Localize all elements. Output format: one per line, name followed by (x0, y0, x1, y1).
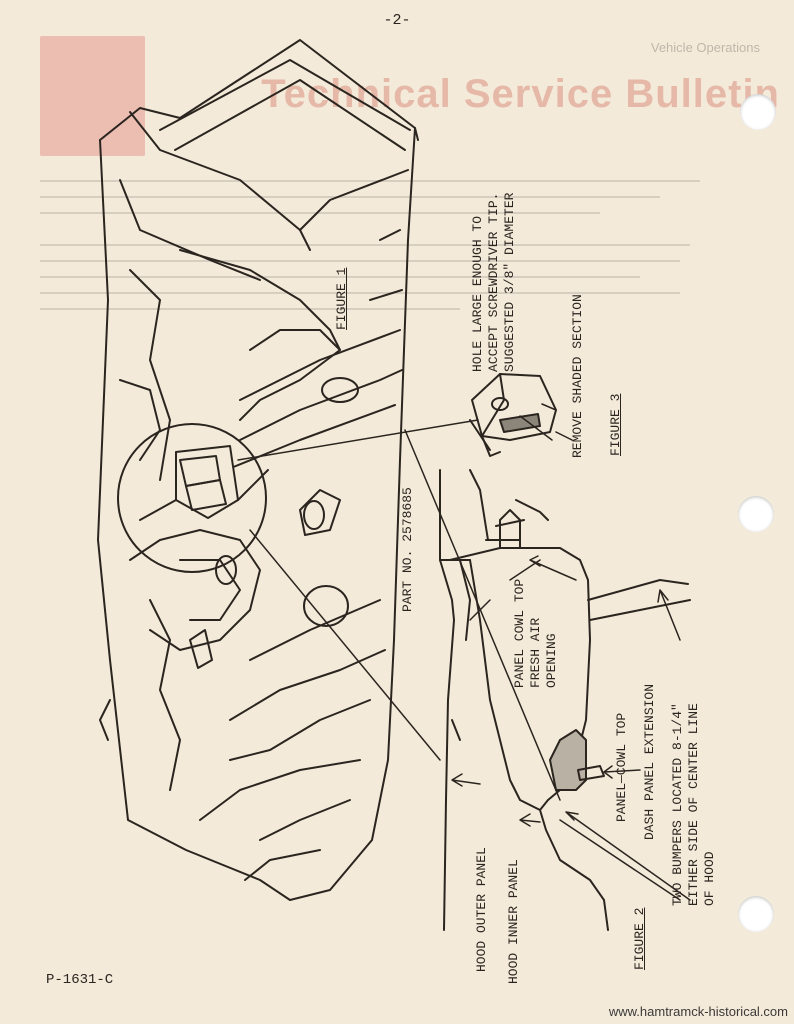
dodge-logo (40, 36, 145, 156)
hood-outer-panel-label: HOOD OUTER PANEL (474, 847, 489, 972)
hood-inner-panel-label: HOOD INNER PANEL (506, 859, 521, 984)
bumpers-line3: OF HOOD (702, 851, 717, 906)
dash-panel-extension-label: DASH PANEL EXTENSION (642, 683, 657, 840)
cowl-top-line3: OPENING (544, 633, 559, 688)
figure3-label: FIGURE 3 (608, 393, 623, 456)
punch-hole-bottom (738, 896, 774, 932)
site-watermark: www.hamtramck-historical.com (608, 1004, 788, 1019)
leader-lines (237, 415, 681, 901)
hole-callout-line3: SUGGESTED 3/8" DIAMETER (502, 192, 517, 372)
hole-callout: HOLE LARGE ENOUGH TO ACCEPT SCREWDRIVER … (470, 193, 518, 372)
cowl-top-line2: FRESH AIR (528, 617, 543, 688)
detail-magnifier (117, 423, 269, 573)
document-code: P-1631-C (46, 972, 114, 988)
punch-hole-middle (738, 496, 774, 532)
figure3-bumper-part (469, 373, 557, 457)
hole-callout-line1: HOLE LARGE ENOUGH TO (470, 215, 485, 372)
figure1-label: FIGURE 1 (334, 267, 349, 330)
bleed-through-text-lines (40, 180, 740, 324)
figure2-cross-section (439, 469, 691, 931)
hole-callout-line2: ACCEPT SCREWDRIVER TIP. (486, 192, 501, 372)
page-number: -2- (383, 12, 411, 29)
panel-cowl-top-label: PANEL—COWL TOP (614, 712, 629, 822)
remove-shaded-label: REMOVE SHADED SECTION (570, 294, 585, 458)
figure1-cowl-assembly (97, 39, 419, 901)
part-number-label: PART NO. 2578685 (400, 487, 415, 612)
callout-arrows (451, 403, 691, 901)
bumpers-callout: TWO BUMPERS LOCATED 8-1/4" EITHER SIDE O… (670, 703, 718, 906)
ghost-division-text: Vehicle Operations (650, 40, 760, 55)
cowl-top-line1: PANEL COWL TOP (512, 578, 527, 688)
bumpers-line1: TWO BUMPERS LOCATED 8-1/4" (670, 703, 685, 906)
cowl-top-callout: PANEL COWL TOP FRESH AIR OPENING (512, 579, 560, 688)
figure2-label: FIGURE 2 (632, 907, 647, 970)
bumpers-line2: EITHER SIDE OF CENTER LINE (686, 703, 701, 906)
punch-hole-top (740, 94, 776, 130)
